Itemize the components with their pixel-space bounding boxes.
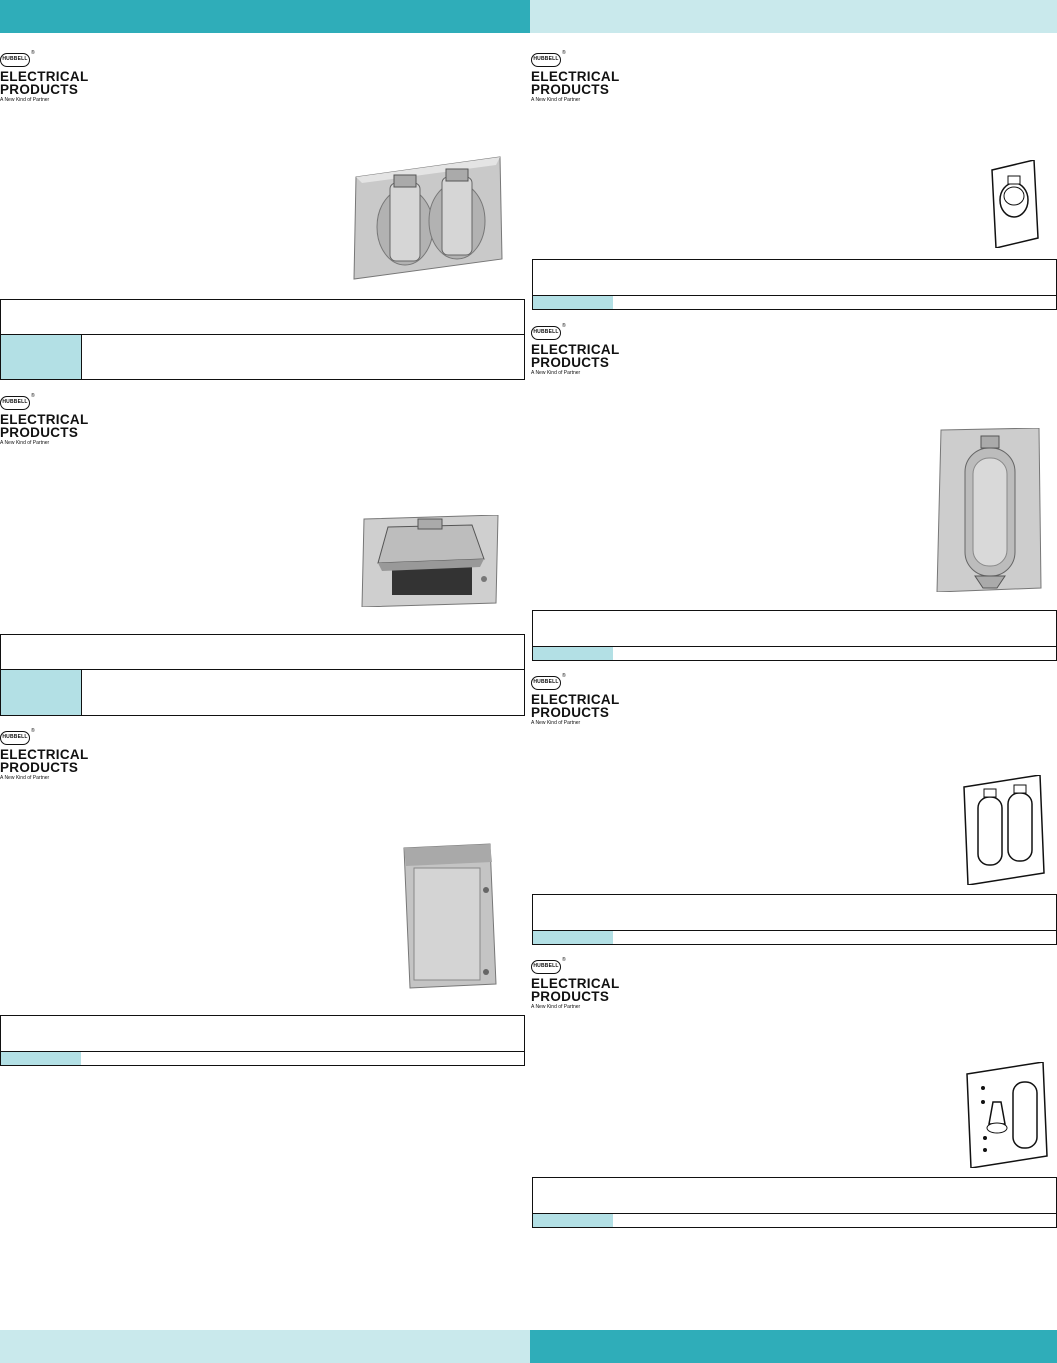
spec-table-2	[0, 634, 525, 716]
double-lift-cover-plate-icon	[350, 155, 505, 280]
footer-band-left	[0, 1330, 530, 1363]
footer-band-right	[530, 1330, 1057, 1363]
gfci-flip-cover-plate-icon	[360, 515, 500, 607]
hubbell-badge: HUBBELL	[531, 960, 561, 974]
weatherproof-box-cover-icon	[400, 840, 498, 990]
brand-logo: HUBBELL ® ELECTRICAL PRODUCTS A New Kind…	[531, 673, 620, 726]
spec-table-3	[0, 1015, 525, 1066]
round-receptacle-plate-icon	[990, 160, 1040, 248]
header-band-right	[530, 0, 1057, 33]
spec-table-6	[532, 894, 1057, 945]
brand-logo: HUBBELL ® ELECTRICAL PRODUCTS A New Kind…	[0, 393, 89, 446]
vertical-lift-cover-plate-icon	[935, 428, 1043, 592]
hubbell-badge: HUBBELL	[531, 326, 561, 340]
hubbell-badge: HUBBELL	[531, 53, 561, 67]
hubbell-badge: HUBBELL	[0, 396, 30, 410]
brand-logo: HUBBELL ® ELECTRICAL PRODUCTS A New Kind…	[531, 957, 620, 1010]
spec-table-4	[532, 259, 1057, 310]
header-band-left	[0, 0, 530, 33]
spec-table-1	[0, 299, 525, 380]
hubbell-badge: HUBBELL	[531, 676, 561, 690]
spec-table-5	[532, 610, 1057, 661]
spec-table-7	[532, 1177, 1057, 1228]
brand-logo: HUBBELL ® ELECTRICAL PRODUCTS A New Kind…	[0, 50, 89, 103]
hubbell-badge: HUBBELL	[0, 731, 30, 745]
brand-logo: HUBBELL ® ELECTRICAL PRODUCTS A New Kind…	[0, 728, 89, 781]
toggle-switch-lift-plate-icon	[965, 1062, 1049, 1168]
hubbell-badge: HUBBELL	[0, 53, 30, 67]
double-vertical-lift-plate-icon	[960, 775, 1046, 885]
brand-logo: HUBBELL ® ELECTRICAL PRODUCTS A New Kind…	[531, 50, 620, 103]
brand-logo: HUBBELL ® ELECTRICAL PRODUCTS A New Kind…	[531, 323, 620, 376]
